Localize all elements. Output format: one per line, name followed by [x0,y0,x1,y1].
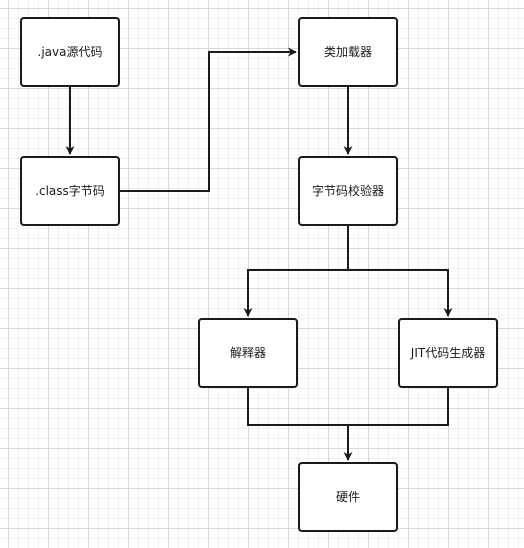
node-jit-compiler-label: JIT代码生成器 [410,346,486,360]
node-java-source: .java源代码 [20,17,120,87]
edge-verifier-to-interpreter [243,226,349,317]
node-interpreter-label: 解释器 [229,346,266,360]
node-class-bytecode-label: .class字节码 [35,184,105,198]
node-interpreter: 解释器 [198,318,298,388]
node-class-bytecode: .class字节码 [20,156,120,226]
edge-verifier-to-jit [348,269,453,317]
node-class-loader: 类加载器 [298,17,398,87]
edge-interpreter-to-hardware [247,388,353,461]
node-bytecode-verifier-label: 字节码校验器 [311,184,384,198]
edge-jit-to-hardware [348,388,449,426]
node-bytecode-verifier: 字节码校验器 [298,156,398,226]
node-hardware-label: 硬件 [335,490,360,504]
node-class-loader-label: 类加载器 [323,45,372,59]
edge-class-to-loader [120,47,297,192]
node-hardware: 硬件 [298,462,398,532]
node-jit-compiler: JIT代码生成器 [398,318,498,388]
node-java-source-label: .java源代码 [37,45,103,59]
